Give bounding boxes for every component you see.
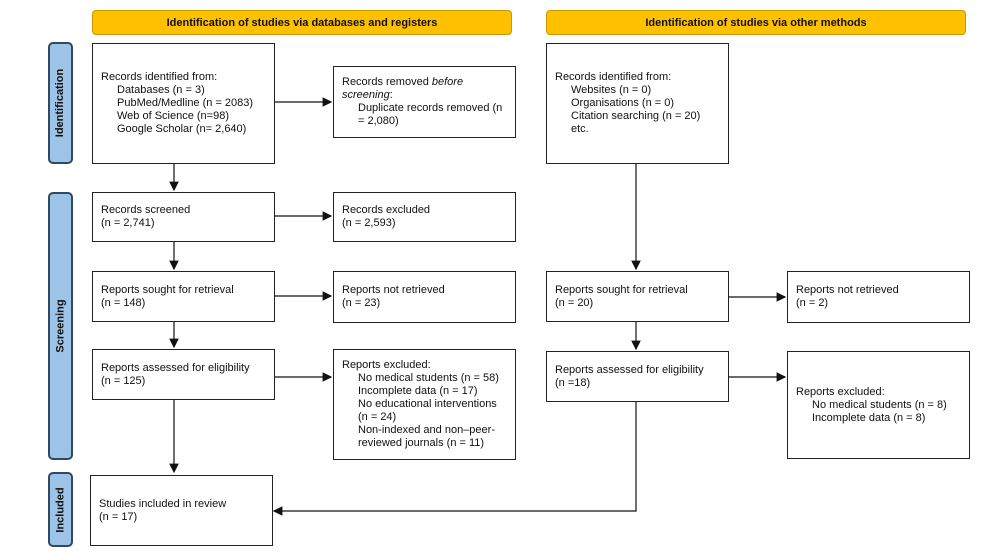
phase-label: Screening [54, 299, 67, 353]
list-item: Organisations (n = 0) [571, 97, 675, 109]
list-item: Web of Science (n=98) [117, 110, 229, 122]
count: (n = 2,593) [342, 217, 396, 229]
other-reports-excluded-box: Reports excluded: No medical students (n… [787, 351, 970, 459]
list-item: Incomplete data (n = 17) [358, 385, 478, 397]
list-item: Incomplete data (n = 8) [812, 411, 926, 424]
list-item: Non-indexed and non–peer-reviewed journa… [358, 424, 495, 449]
box-title: Reports excluded: [796, 385, 885, 398]
header-databases: Identification of studies via databases … [92, 10, 512, 35]
box-title: Reports assessed for eligibility [555, 363, 704, 376]
records-excluded-box: Records excluded(n = 2,593) [333, 192, 516, 242]
count: (n = 23) [342, 297, 381, 309]
title-colon: : [389, 89, 393, 101]
studies-included-box: Studies included in review(n = 17) [90, 475, 273, 546]
db-reports-not-retrieved-box: Reports not retrieved(n = 23) [333, 271, 516, 323]
count: (n = 17) [99, 510, 138, 523]
db-reports-assessed-box: Reports assessed for eligibility(n = 125… [92, 349, 275, 400]
box-title: Records removed before screening: [342, 76, 507, 102]
other-records-identified-box: Records identified from: Websites (n = 0… [546, 43, 729, 164]
box-title: Reports not retrieved [342, 284, 445, 296]
list-item: Citation searching (n = 20) [571, 110, 701, 122]
db-reports-sought-box: Reports sought for retrieval(n = 148) [92, 271, 275, 322]
list-item: Databases (n = 3) [117, 84, 205, 96]
other-reports-assessed-box: Reports assessed for eligibility(n =18) [546, 351, 729, 402]
list-item: PubMed/Medline (n = 2083) [117, 97, 254, 109]
records-removed-box: Records removed before screening: Duplic… [333, 66, 516, 138]
box-title: Records excluded [342, 204, 431, 216]
box-title: Reports sought for retrieval [101, 283, 234, 296]
phase-screening: Screening [48, 192, 73, 460]
box-title: Reports sought for retrieval [555, 283, 688, 296]
list-item: No medical students (n = 8) [812, 398, 947, 411]
other-reports-sought-box: Reports sought for retrieval(n = 20) [546, 271, 729, 322]
phase-label: Identification [54, 68, 67, 138]
records-screened-box: Records screened(n = 2,741) [92, 192, 275, 242]
count: (n =18) [555, 376, 591, 389]
count: (n = 148) [101, 296, 146, 309]
list-item: Google Scholar (n= 2,640) [117, 123, 247, 135]
list-item: No medical students (n = 58) [358, 372, 499, 384]
list-item: Duplicate records removed (n = 2,080) [358, 102, 503, 127]
db-reports-excluded-box: Reports excluded: No medical students (n… [333, 349, 516, 460]
other-reports-not-retrieved-box: Reports not retrieved(n = 2) [787, 271, 970, 323]
title-text: Records removed [342, 76, 432, 88]
list-item: Websites (n = 0) [571, 84, 652, 96]
header-other-methods: Identification of studies via other meth… [546, 10, 966, 35]
count: (n = 20) [555, 296, 594, 309]
arrow [272, 401, 637, 516]
box-title: Reports excluded: [342, 359, 431, 371]
phase-included: Included [48, 472, 73, 547]
box-title: Records identified from: [555, 71, 672, 83]
db-records-identified-box: Records identified from: Databases (n = … [92, 43, 275, 164]
box-title: Records screened [101, 204, 191, 216]
box-title: Reports not retrieved [796, 284, 899, 296]
list-item: No educational interventions (n = 24) [358, 398, 497, 423]
count: (n = 125) [101, 374, 146, 387]
count: (n = 2) [796, 297, 829, 309]
phase-label: Included [54, 486, 67, 533]
title-emphasis: before screening [342, 76, 464, 101]
count: (n = 2,741) [101, 217, 155, 229]
box-title: Reports assessed for eligibility [101, 361, 250, 374]
phase-identification: Identification [48, 42, 73, 164]
list-item: etc. [571, 123, 589, 135]
box-title: Records identified from: [101, 71, 218, 83]
box-title: Studies included in review [99, 497, 227, 510]
